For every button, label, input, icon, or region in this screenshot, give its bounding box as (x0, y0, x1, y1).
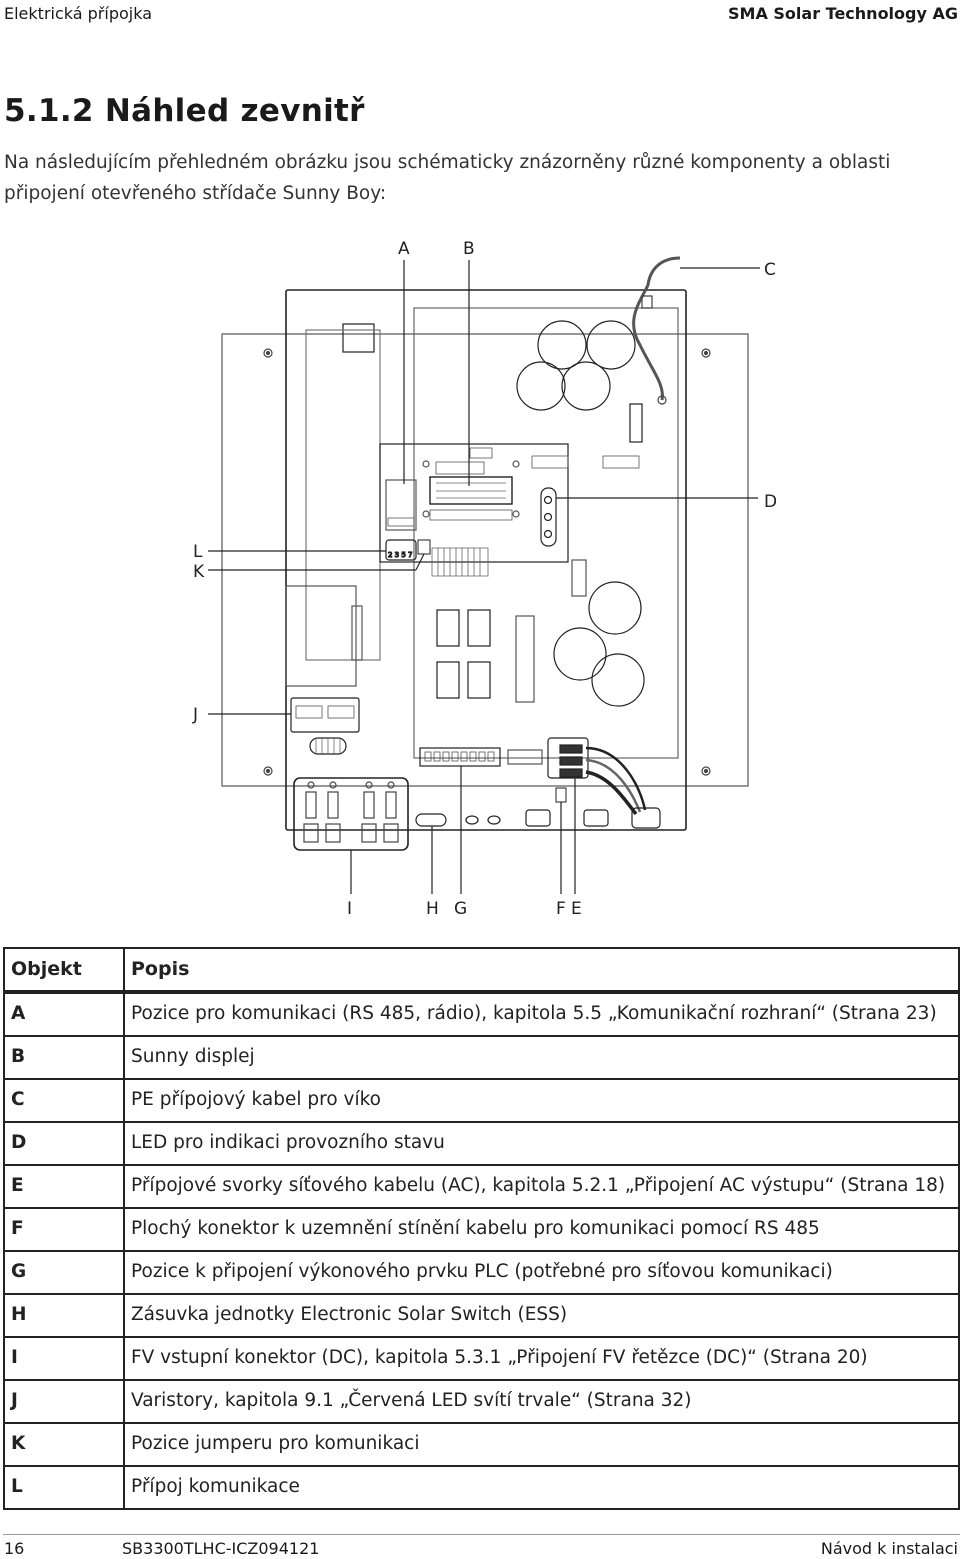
callout-labels: A B C D L K J I H G F E (192, 239, 777, 919)
legend-description: LED pro indikaci provozního stavu (123, 1121, 960, 1166)
label-e: E (571, 899, 582, 919)
pe-cable (632, 256, 681, 401)
footer-page-number: 16 (4, 1539, 25, 1558)
header-section-name: Elektrická přípojka (4, 4, 152, 23)
legend-description: Pozice jumperu pro komunikaci (123, 1422, 960, 1467)
mounting-bracket (221, 333, 749, 787)
section-title: 5.1.2 Náhled zevnitř (4, 93, 365, 129)
legend-key: C (3, 1078, 125, 1123)
left-channel (305, 329, 381, 661)
legend-key: L (3, 1465, 125, 1510)
jumper (417, 539, 431, 555)
sunny-display (429, 476, 513, 505)
relay-right (629, 403, 643, 443)
legend-key: D (3, 1121, 125, 1166)
legend-description: PE přípojový kabel pro víko (123, 1078, 960, 1123)
legend-header-row: Objekt Popis (3, 947, 960, 993)
legend-key: A (3, 991, 125, 1037)
legend-key: I (3, 1336, 125, 1381)
ac-cable (585, 746, 647, 811)
footer-doc-code: SB3300TLHC-ICZ094121 (122, 1539, 320, 1558)
inverter-interior-diagram: 2 3 5 7 (192, 239, 777, 919)
legend-key: G (3, 1250, 125, 1295)
mounting-screws (263, 348, 711, 776)
comm-slot (385, 479, 417, 531)
legend-description: Sunny displej (123, 1035, 960, 1080)
legend-key: F (3, 1207, 125, 1252)
led-strip (540, 487, 557, 547)
legend-key: B (3, 1035, 125, 1080)
dc-connector-group (293, 777, 409, 851)
header-company: SMA Solar Technology AG (728, 4, 958, 23)
legend-description: Přípojové svorky síťového kabelu (AC), k… (123, 1164, 960, 1209)
heatsink (431, 547, 489, 577)
label-b: B (463, 239, 475, 259)
legend-key: K (3, 1422, 125, 1467)
cable-glands (465, 807, 661, 829)
comm-connector-digits: 2 3 5 7 (388, 551, 413, 559)
label-k: K (193, 562, 205, 582)
label-f: F (556, 899, 566, 919)
label-a: A (398, 239, 410, 259)
flat-connector (555, 787, 567, 803)
legend-description: Varistory, kapitola 9.1 „Červená LED sví… (123, 1379, 960, 1424)
legend-description: Pozice pro komunikaci (RS 485, rádio), k… (123, 991, 960, 1037)
label-i: I (347, 899, 352, 919)
label-l: L (193, 542, 203, 562)
leader-lines (208, 260, 760, 894)
legend-head-description: Popis (123, 947, 960, 993)
label-d: D (764, 492, 777, 512)
legend-description: Přípoj komunikace (123, 1465, 960, 1510)
label-j: J (192, 705, 198, 725)
legend-key: J (3, 1379, 125, 1424)
footer-doc-name: Návod k instalaci (820, 1539, 958, 1558)
legend-description: FV vstupní konektor (DC), kapitola 5.3.1… (123, 1336, 960, 1381)
top-left-slot (342, 323, 375, 353)
comm-connector (385, 539, 417, 561)
legend-description: Plochý konektor k uzemnění stínění kabel… (123, 1207, 960, 1252)
legend-key: H (3, 1293, 125, 1338)
section-intro: Na následujícím přehledném obrázku jsou … (4, 152, 891, 204)
ess-socket (415, 813, 447, 827)
terminal-strip (419, 747, 501, 767)
power-board (413, 307, 679, 759)
legend-description: Zásuvka jednotky Electronic Solar Switch… (123, 1293, 960, 1338)
legend-head-object: Objekt (3, 947, 125, 993)
capacitors-bottom (553, 581, 645, 707)
relays (436, 609, 491, 699)
footer-rule (3, 1534, 960, 1535)
label-g: G (454, 899, 467, 919)
label-c: C (764, 260, 776, 280)
dc-connectors (303, 781, 399, 843)
legend-description: Pozice k připojení výkonového prvku PLC … (123, 1250, 960, 1295)
varistors (290, 697, 360, 733)
ac-terminals (547, 737, 589, 779)
label-h: H (426, 899, 439, 919)
housing (285, 289, 687, 831)
capacitors-top (516, 320, 636, 411)
legend-key: E (3, 1164, 125, 1209)
display-screen-grid (436, 482, 506, 499)
transformer-block (285, 585, 357, 687)
